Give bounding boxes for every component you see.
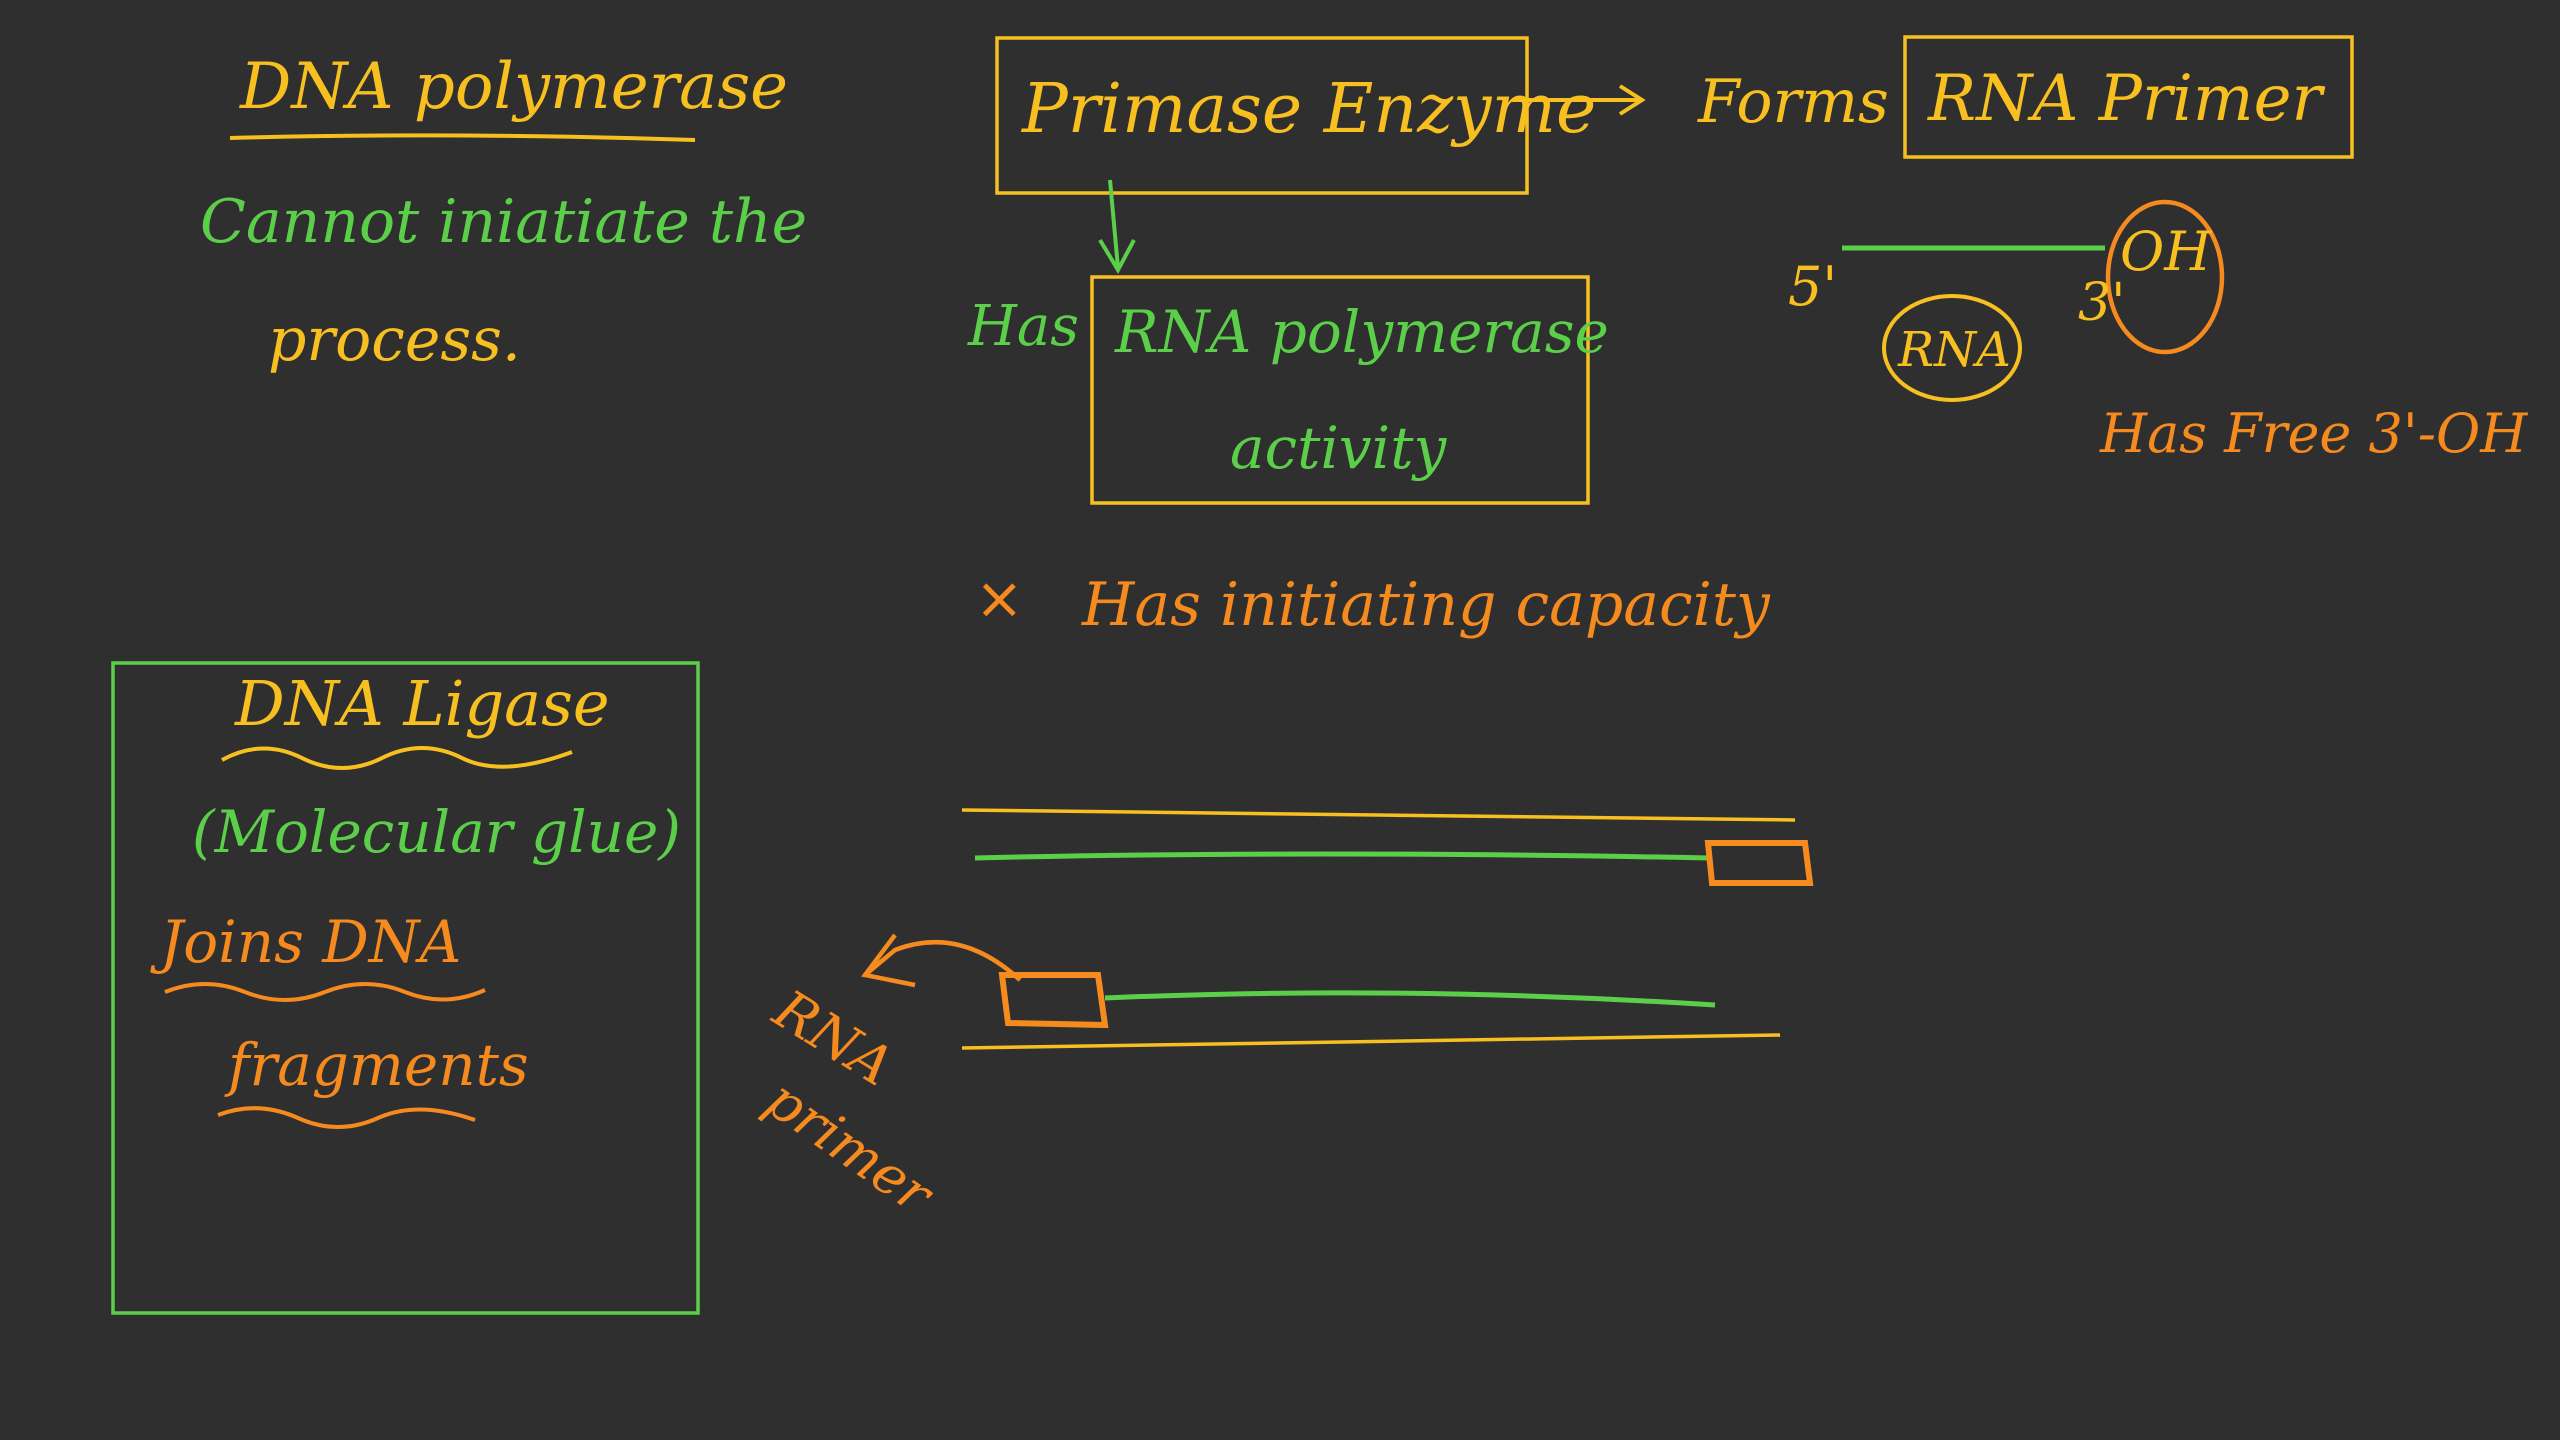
activity-line2: activity bbox=[1230, 414, 1448, 482]
parent-strand-bottom bbox=[961, 1033, 1781, 1050]
rna-circle-label: RNA bbox=[1897, 322, 2011, 378]
rna-primer-box bbox=[1903, 35, 2354, 159]
ligase-line2-underline bbox=[217, 1106, 476, 1129]
primer-pointer-arrow bbox=[863, 939, 1022, 982]
dna-polymerase-line1: Cannot iniatiate the bbox=[200, 187, 807, 257]
free-oh-note: Has Free 3'-OH bbox=[2099, 402, 2528, 465]
replication-diagram: RNA primer bbox=[755, 808, 1814, 1228]
ligase-title: DNA Ligase bbox=[234, 667, 610, 740]
primase-section: Primase Enzyme Forms RNA Primer Has RNA … bbox=[967, 35, 2354, 640]
three-prime-oh-circle bbox=[2105, 199, 2225, 355]
new-strand-top bbox=[974, 851, 1711, 861]
ligase-subtitle: (Molecular glue) bbox=[192, 798, 681, 866]
ligase-section: DNA Ligase (Molecular glue) Joins DNA fr… bbox=[111, 661, 700, 1315]
activity-box bbox=[1090, 275, 1590, 505]
ligase-line1-underline bbox=[164, 982, 486, 1002]
rna-primer-label-line2: primer bbox=[755, 1067, 947, 1227]
rna-primer-title: RNA Primer bbox=[1927, 62, 2325, 136]
ligase-wavy-underline bbox=[221, 746, 573, 770]
ligase-box bbox=[111, 661, 700, 1315]
initiating-capacity: Has initiating capacity bbox=[1081, 570, 1771, 640]
has-label: Has bbox=[967, 294, 1079, 359]
rna-circle bbox=[1882, 294, 2022, 402]
oh-label: OH bbox=[2120, 220, 2212, 283]
five-prime-label: 5' bbox=[1788, 255, 1837, 318]
new-strand-bottom bbox=[1104, 990, 1716, 1008]
initiating-marker: × bbox=[975, 564, 1024, 632]
forms-label: Forms bbox=[1697, 67, 1889, 137]
primase-title: Primase Enzyme bbox=[1020, 70, 1596, 149]
down-arrow-head bbox=[1098, 238, 1136, 275]
dna-polymerase-line2: process. bbox=[268, 305, 521, 375]
primer-rect-top bbox=[1704, 840, 1814, 886]
activity-line1: RNA polymerase bbox=[1114, 298, 1609, 366]
dna-polymerase-title: DNA polymerase bbox=[239, 50, 788, 124]
ligase-line2: fragments bbox=[224, 1031, 529, 1099]
primer-strand-diagram: 5' OH 3' RNA Has Free 3'-OH bbox=[1788, 199, 2528, 465]
forms-arrow-head bbox=[1618, 84, 1646, 116]
down-arrow bbox=[1108, 179, 1120, 269]
ligase-line1: Joins DNA bbox=[150, 908, 461, 976]
primase-box bbox=[995, 36, 1529, 195]
dna-polymerase-underline bbox=[229, 133, 696, 142]
three-prime-label: 3' bbox=[2078, 273, 2125, 333]
dna-polymerase-note: DNA polymerase Cannot iniatiate the proc… bbox=[200, 50, 807, 375]
primer-rect-bottom bbox=[998, 972, 1109, 1029]
parent-strand-top bbox=[961, 808, 1796, 822]
primer-pointer-arrow-head bbox=[861, 933, 916, 988]
